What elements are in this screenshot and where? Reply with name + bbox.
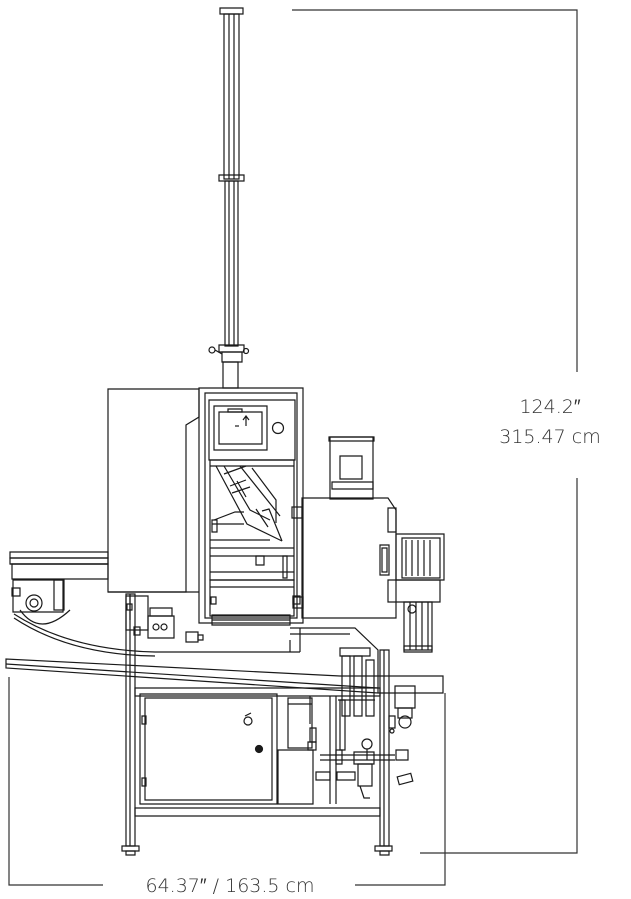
left-conveyor: [10, 552, 300, 656]
internal-chute: [214, 466, 282, 541]
right-motor-assembly: [388, 534, 444, 652]
height-metric: 315.47 cm: [499, 426, 601, 448]
height-inches: 124.2″: [519, 396, 581, 418]
right-cabinet: [292, 437, 396, 618]
support-frame: [122, 594, 392, 855]
height-dimension-lines: [292, 10, 577, 853]
electrical-enclosure: [140, 694, 277, 804]
tank-and-plumbing: [278, 648, 415, 804]
overall-height-label: 124.2″ 315.47 cm: [480, 398, 620, 447]
vertical-mast: [209, 8, 249, 388]
left-hood: [108, 389, 199, 592]
main-cabinet: [199, 388, 303, 625]
outfeed-conveyor: [6, 628, 443, 693]
overall-width-label: 64.37″ / 163.5 cm: [110, 877, 350, 896]
cross-struts: [130, 596, 300, 652]
width-dimension-lines: [9, 677, 445, 885]
